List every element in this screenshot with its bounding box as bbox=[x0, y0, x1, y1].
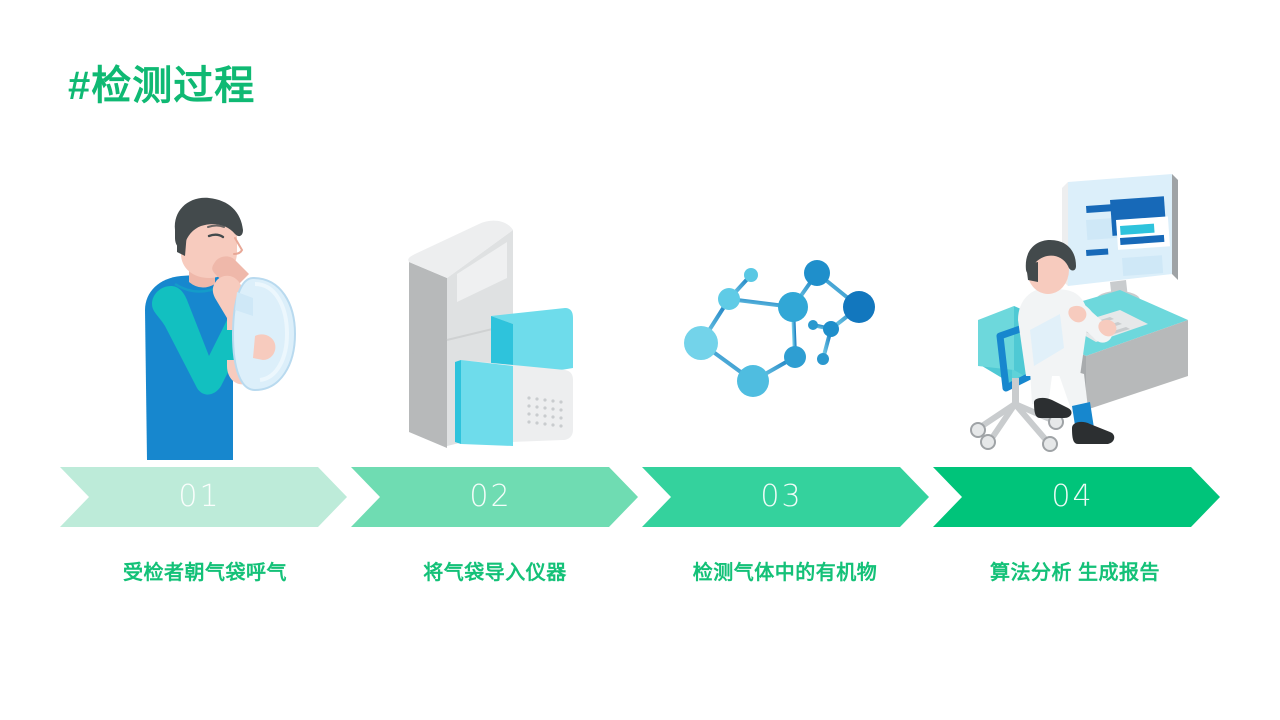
analyzer-instrument-icon bbox=[408, 220, 573, 448]
illustration-analyzer-instrument bbox=[350, 160, 640, 460]
illustration-analyst-at-desk bbox=[930, 160, 1220, 460]
illustration-row bbox=[60, 160, 1220, 460]
step-number-01: 01 bbox=[178, 479, 221, 514]
step-chevron-03[interactable]: 03 bbox=[642, 467, 929, 527]
analyst-at-computer-desk-icon bbox=[970, 174, 1188, 452]
molecule-network-icon bbox=[684, 260, 875, 397]
step-number-02: 02 bbox=[469, 479, 512, 514]
step-chevron-02[interactable]: 02 bbox=[351, 467, 638, 527]
person-exhaling-into-gas-bag-icon bbox=[145, 197, 297, 460]
step-chevron-01[interactable]: 01 bbox=[60, 467, 347, 527]
step-caption-row: 受检者朝气袋呼气 将气袋导入仪器 检测气体中的有机物 算法分析 生成报告 bbox=[60, 556, 1220, 590]
illustration-molecule-network bbox=[640, 160, 930, 460]
step-number-03: 03 bbox=[760, 479, 803, 514]
step-caption-03: 检测气体中的有机物 bbox=[692, 562, 878, 584]
illustration-person-exhaling bbox=[60, 160, 350, 460]
step-caption-02: 将气袋导入仪器 bbox=[423, 562, 567, 584]
page-title: #检测过程 bbox=[68, 64, 256, 108]
step-number-04: 04 bbox=[1051, 479, 1094, 514]
step-caption-04: 算法分析 生成报告 bbox=[989, 562, 1161, 584]
step-chevron-row: 01 02 03 04 bbox=[60, 467, 1220, 527]
step-caption-01: 受检者朝气袋呼气 bbox=[123, 562, 287, 584]
step-chevron-04[interactable]: 04 bbox=[933, 467, 1220, 527]
